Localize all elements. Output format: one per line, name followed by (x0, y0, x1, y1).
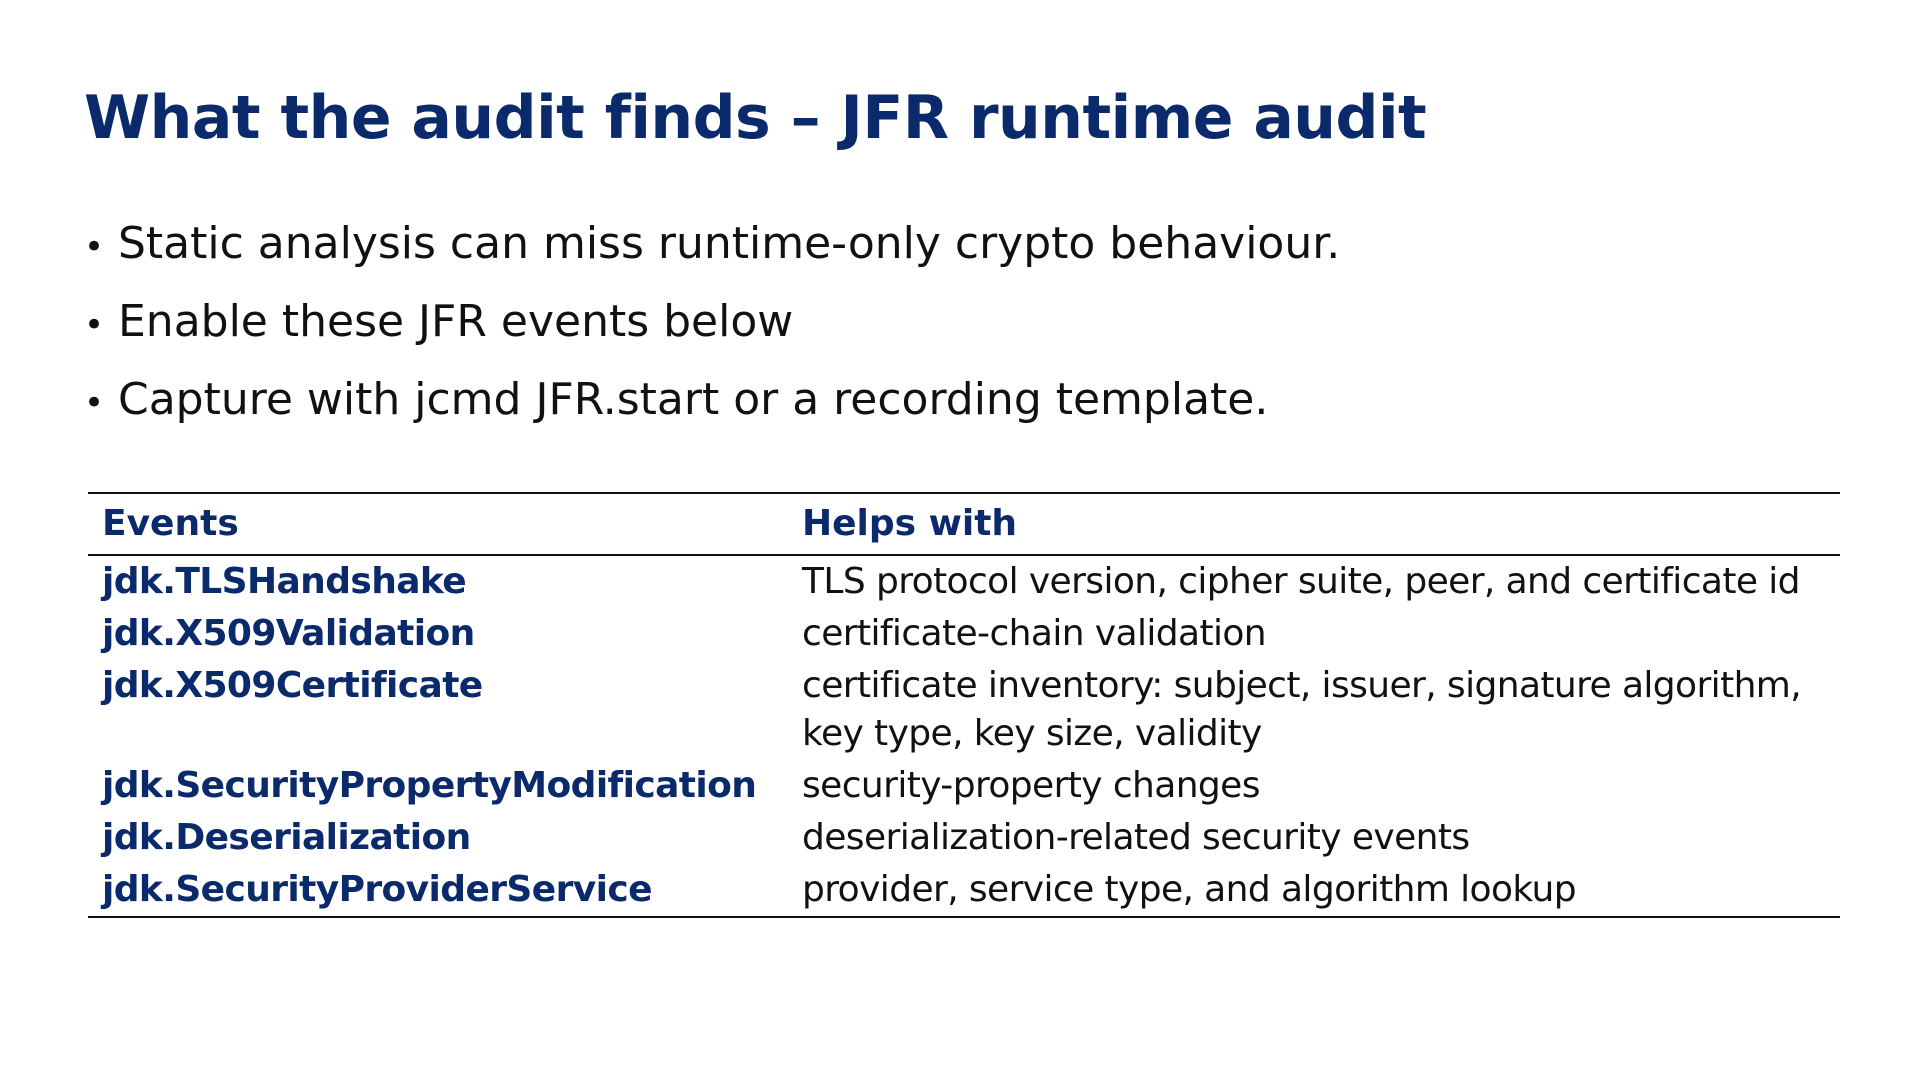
column-header-helps-with: Helps with (802, 503, 1018, 544)
event-description: certificate inventory: subject, issuer, … (802, 665, 1802, 754)
bullet-item: • Enable these JFR events below (84, 296, 1340, 374)
event-description: security-property changes (802, 765, 1260, 806)
bullet-text: Capture with jcmd JFR.start or a recordi… (118, 374, 1269, 425)
events-table: Events Helps with jdk.TLSHandshake TLS p… (88, 492, 1840, 918)
column-header-events: Events (102, 503, 239, 544)
table-row: jdk.X509Validation certificate-chain val… (88, 608, 1840, 660)
event-description: provider, service type, and algorithm lo… (802, 869, 1577, 910)
event-name: jdk.X509Validation (102, 613, 475, 654)
slide-title: What the audit finds – JFR runtime audit (84, 83, 1427, 153)
bullet-text: Enable these JFR events below (118, 296, 794, 347)
bullet-dot-icon: • (84, 305, 105, 345)
table-row: jdk.SecurityProviderService provider, se… (88, 864, 1840, 917)
table-row: jdk.SecurityPropertyModification securit… (88, 760, 1840, 812)
event-name: jdk.X509Certificate (102, 665, 483, 706)
table-row: jdk.X509Certificate certificate inventor… (88, 660, 1840, 760)
bullet-item: • Static analysis can miss runtime-only … (84, 218, 1340, 296)
bullet-dot-icon: • (84, 227, 105, 267)
event-name: jdk.Deserialization (102, 817, 471, 858)
event-description: deserialization-related security events (802, 817, 1470, 858)
bullet-list: • Static analysis can miss runtime-only … (84, 218, 1340, 452)
table-header-row: Events Helps with (88, 493, 1840, 555)
event-name: jdk.SecurityProviderService (102, 869, 652, 910)
event-description: certificate-chain validation (802, 613, 1267, 654)
event-description: TLS protocol version, cipher suite, peer… (802, 561, 1801, 602)
table-row: jdk.TLSHandshake TLS protocol version, c… (88, 555, 1840, 608)
bullet-dot-icon: • (84, 383, 105, 423)
table-row: jdk.Deserialization deserialization-rela… (88, 812, 1840, 864)
bullet-text: Static analysis can miss runtime-only cr… (118, 218, 1341, 269)
event-name: jdk.SecurityPropertyModification (102, 765, 757, 806)
event-name: jdk.TLSHandshake (102, 561, 467, 602)
bullet-item: • Capture with jcmd JFR.start or a recor… (84, 374, 1340, 452)
